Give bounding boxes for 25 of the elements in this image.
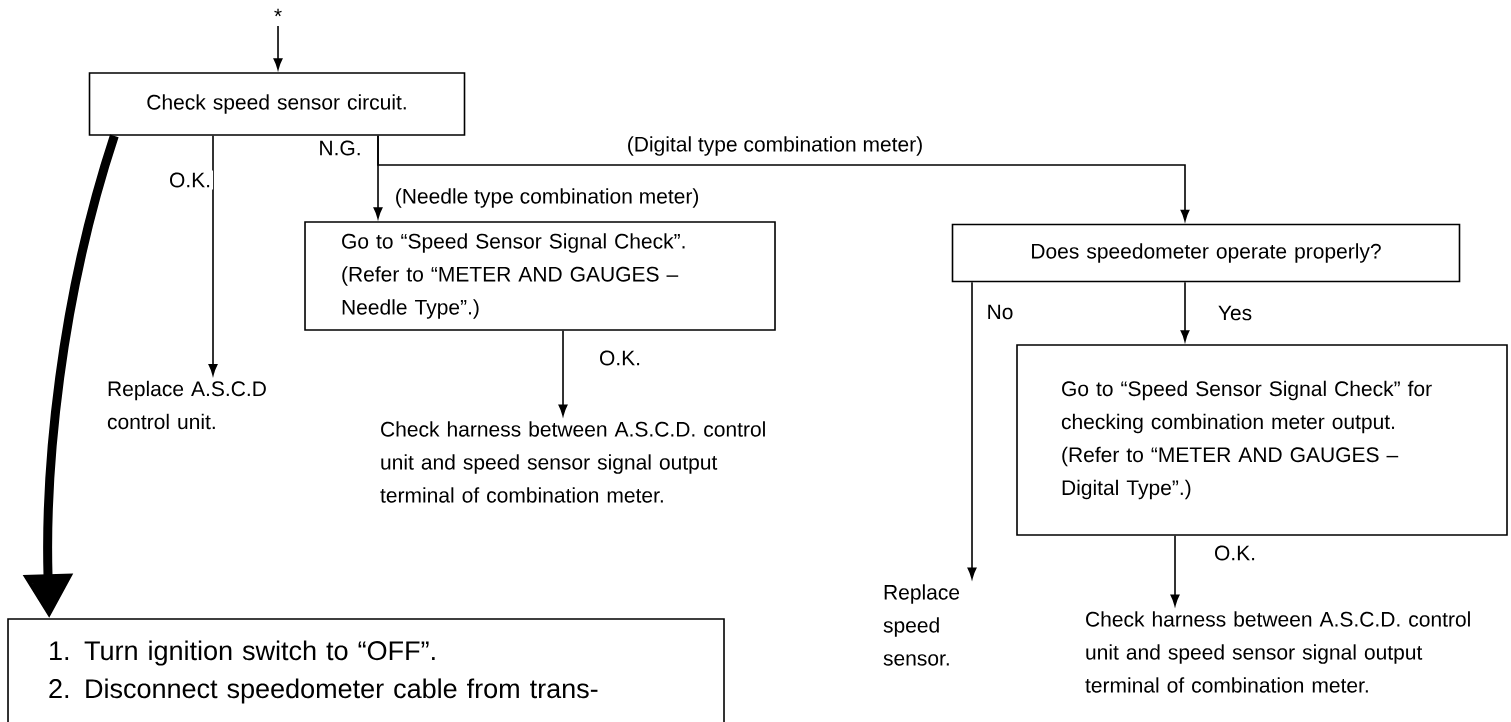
- edge-label: No: [984, 302, 1016, 322]
- edge-label: Yes: [1215, 303, 1255, 323]
- process-box: Go to “Speed Sensor Signal Check”. (Refer to “METER AND GAUGES – Needle Type”.): [304, 221, 776, 331]
- process-box: Check speed sensor circuit.: [88, 72, 466, 136]
- edge-label: O.K.: [167, 170, 213, 190]
- branch-label: N.G.: [316, 138, 364, 158]
- arrow: [967, 281, 977, 579]
- edge-label: (Needle type combination meter): [392, 186, 702, 210]
- process-box: 1. Turn ignition switch to “OFF”. 2. Disconnect speedometer cable from trans-: [7, 618, 725, 722]
- arrow: [208, 135, 218, 376]
- edge-label: O.K.: [1212, 543, 1258, 563]
- edge-label: O.K.: [597, 348, 643, 368]
- arrow: [1180, 281, 1190, 342]
- step-text: Replace A.S.C.D control unit.: [107, 380, 266, 430]
- process-box: Go to “Speed Sensor Signal Check” for checking combination meter output. (Refer to “METER AND GAUGES – Digital Type”.): [1016, 344, 1508, 536]
- step-text: Check harness between A.S.C.D. control unit and speed sensor signal output terminal of combination meter.: [1085, 611, 1470, 693]
- arrow: [273, 25, 283, 70]
- arrow: [377, 135, 1190, 222]
- arrow: [558, 330, 568, 416]
- step-text: Replace speed sensor.: [883, 584, 960, 666]
- step-text: *: [274, 8, 282, 17]
- process-box: Does speedometer operate properly?: [951, 223, 1461, 283]
- arrow: [1170, 535, 1180, 606]
- step-text: Check harness between A.S.C.D. control unit and speed sensor signal output terminal of combination meter.: [380, 421, 765, 503]
- edge-label: (Digital type combination meter): [624, 134, 926, 158]
